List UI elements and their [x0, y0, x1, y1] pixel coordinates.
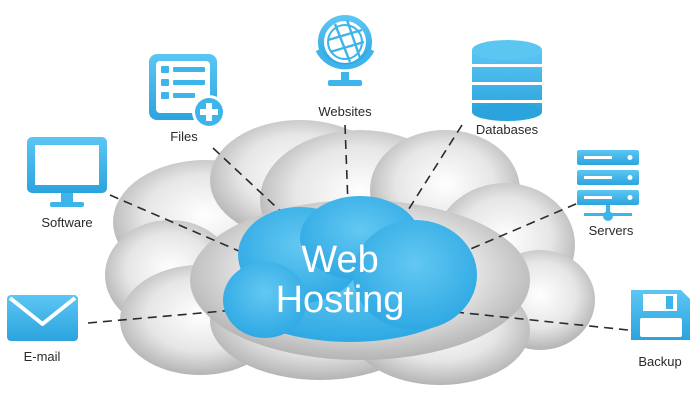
- node-label-servers: Servers: [589, 223, 634, 238]
- node-label-websites: Websites: [318, 104, 372, 119]
- node-servers: Servers: [577, 150, 639, 238]
- center-title-line1: Web: [301, 239, 378, 281]
- globe-icon: [315, 15, 375, 86]
- node-label-software: Software: [41, 215, 92, 230]
- connector-software: [109, 194, 256, 259]
- node-label-files: Files: [170, 129, 198, 144]
- node-label-databases: Databases: [476, 122, 539, 137]
- connector-email: [87, 309, 236, 324]
- connector-databases: [404, 124, 463, 216]
- node-websites: Websites: [315, 15, 375, 119]
- database-icon: [472, 40, 542, 121]
- node-files: Files: [149, 54, 226, 144]
- node-databases: Databases: [472, 40, 542, 137]
- node-label-backup: Backup: [638, 354, 681, 369]
- server-rack-icon: [577, 150, 639, 221]
- node-email: E-mail: [7, 295, 78, 364]
- floppy-disk-icon: [631, 290, 690, 340]
- node-software: Software: [27, 137, 107, 230]
- connector-websites: [344, 124, 349, 206]
- center-title-line2: Hosting: [276, 279, 405, 321]
- connector-files: [212, 147, 291, 221]
- file-add-icon: [149, 54, 226, 129]
- node-backup: Backup: [631, 290, 690, 369]
- envelope-icon: [7, 295, 78, 341]
- monitor-icon: [27, 137, 107, 207]
- node-label-email: E-mail: [24, 349, 61, 364]
- web-hosting-cloud: Web Hosting: [223, 196, 477, 342]
